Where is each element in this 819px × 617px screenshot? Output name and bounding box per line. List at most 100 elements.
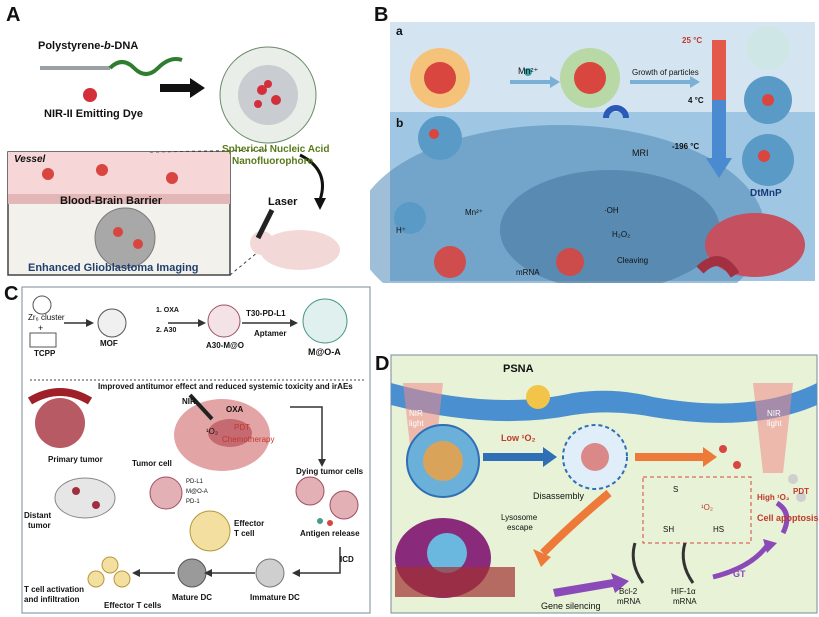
- panel-a-letter: A: [6, 4, 21, 26]
- thioketal-sh: SH: [663, 525, 675, 534]
- magnet-icon: [603, 105, 629, 119]
- nir-beam-right: [753, 383, 793, 473]
- polymer-label: Polystyrene-b-DNA: [38, 40, 139, 52]
- bcl2-label-1: Bcl-2: [619, 587, 638, 596]
- low-o2-label: Low ¹O₂: [501, 433, 536, 443]
- thioketal-s: S: [673, 485, 679, 494]
- arrow-right: [160, 78, 205, 98]
- thioketal-hs: HS: [713, 525, 725, 534]
- immature-dc: [255, 558, 285, 588]
- curved-arrow: [299, 153, 324, 201]
- laser-label: Laser: [268, 196, 298, 208]
- sub-a-label: a: [396, 24, 403, 38]
- hif-label-1: HIF-1α: [671, 587, 696, 596]
- chemo-label: Chemotherapy: [222, 435, 275, 444]
- nir-left-2: light: [409, 419, 424, 428]
- panel-c-graphics: [21, 286, 371, 614]
- mouse-body: [260, 230, 340, 270]
- sna-label-1: Spherical Nucleic Acid: [222, 144, 330, 155]
- activation-label-2: and infiltration: [24, 595, 80, 604]
- panel-d-letter: D: [375, 353, 390, 375]
- lysosome-label-2: escape: [507, 523, 533, 532]
- tumor-cell-label: Tumor cell: [132, 459, 172, 468]
- mature-dc-label: Mature DC: [172, 593, 213, 602]
- a30-mo-icon: [207, 304, 241, 338]
- pdl1-label: PD-L1: [186, 479, 204, 485]
- sna-particle: [219, 46, 317, 144]
- bcl2-label-2: mRNA: [617, 597, 641, 606]
- apoptosis-label: Cell apoptosis: [757, 513, 819, 523]
- bbb-label: Blood-Brain Barrier: [60, 195, 163, 207]
- nir-right-2: light: [767, 419, 782, 428]
- o2-label: ¹O₂: [206, 427, 218, 436]
- gene-silencing-label: Gene silencing: [541, 601, 601, 611]
- activation-label-1: T cell activation: [24, 585, 85, 594]
- panel-b-graphics: [370, 22, 815, 283]
- hif-mrna-strand: [681, 542, 695, 584]
- entering-np: [418, 116, 462, 160]
- primary-tumor-icon: [35, 398, 85, 448]
- imaging-label: Enhanced Glioblastoma Imaging: [28, 262, 199, 274]
- zr-cluster-icon: [32, 295, 52, 315]
- small-tumor-cell: [149, 476, 183, 510]
- distant-label-2: tumor: [28, 521, 51, 530]
- lysosome-label-1: Lysosome: [501, 513, 538, 522]
- mn2-label: Mn²⁺: [465, 208, 483, 217]
- immature-dc-label: Immature DC: [250, 593, 300, 602]
- thioketal-box: [642, 476, 752, 544]
- dtmnp-label: DtMnP: [750, 188, 782, 199]
- dying-cell-1: [295, 476, 325, 506]
- panel-c-frame: [21, 286, 371, 614]
- thioketal-o2: ¹O₂: [701, 503, 713, 512]
- plus-label: +: [38, 323, 44, 333]
- oxa-step-label: 1. OXA: [156, 307, 179, 314]
- mature-dc: [177, 558, 207, 588]
- panel-c: C Zr₆ cluster + TCPP MOF 1. OXA 2. A30 A…: [0, 283, 373, 617]
- bcl2-mrna-strand: [631, 542, 645, 584]
- effector-label: Effector: [234, 519, 265, 528]
- panel-d-graphics: [390, 354, 818, 614]
- cell-membrane: [391, 383, 817, 423]
- tumor-organ: [705, 213, 805, 277]
- growth-label: Growth of particles: [632, 68, 699, 77]
- h2o2-label: H₂O₂: [612, 230, 631, 239]
- disassembly-label: Disassembly: [533, 491, 585, 501]
- hif-label-2: mRNA: [673, 597, 697, 606]
- nir-right-1: NIR: [767, 409, 781, 418]
- mof-icon: [97, 308, 127, 338]
- icd-label: ICD: [340, 555, 354, 564]
- oxa-label: OXA: [226, 405, 244, 414]
- nir-label: NIR: [182, 397, 196, 406]
- moa-label: M@O-A: [308, 347, 341, 357]
- effector-t-cell: [189, 510, 231, 552]
- mof-label: MOF: [100, 339, 118, 348]
- aptamer-label-2: Aptamer: [254, 329, 287, 338]
- dtmnp-top: [746, 26, 790, 70]
- sna-label-2: Nanofluorophore: [232, 156, 314, 167]
- zr-label: Zr₆ cluster: [28, 313, 65, 322]
- pd1-label: PD-1: [186, 499, 200, 505]
- oh-label: ·OH: [604, 206, 619, 215]
- primary-label: Primary tumor: [48, 455, 103, 464]
- bbb-layer: [8, 194, 230, 204]
- h-label: H⁺: [396, 226, 406, 235]
- vessel-label: Vessel: [14, 154, 46, 165]
- moa-small-label: M@O-A: [186, 489, 208, 495]
- sub-b-label: b: [396, 116, 404, 130]
- mn-label: Mn²⁺: [518, 66, 539, 76]
- distant-mouse: [54, 477, 116, 519]
- dying-label: Dying tumor cells: [296, 467, 364, 476]
- tumor-mass: [94, 207, 156, 269]
- panel-a: A Polystyrene-b-DNA NIR-II Emitting Dye …: [0, 0, 370, 283]
- effector-t-label: Effector T cells: [104, 601, 162, 610]
- temp-4-label: 4 °C: [688, 96, 704, 105]
- temp-25-label: 25 °C: [682, 36, 703, 45]
- distant-label-1: Distant: [24, 511, 52, 520]
- panel-b-letter: B: [374, 4, 389, 26]
- pdt-label-d: PDT: [793, 487, 809, 496]
- cleaving-label: Cleaving: [617, 256, 649, 265]
- mri-label: MRI: [632, 148, 649, 158]
- psna-label: PSNA: [503, 363, 534, 375]
- dying-cell-2: [329, 490, 359, 520]
- tcpp-label: TCPP: [34, 349, 56, 358]
